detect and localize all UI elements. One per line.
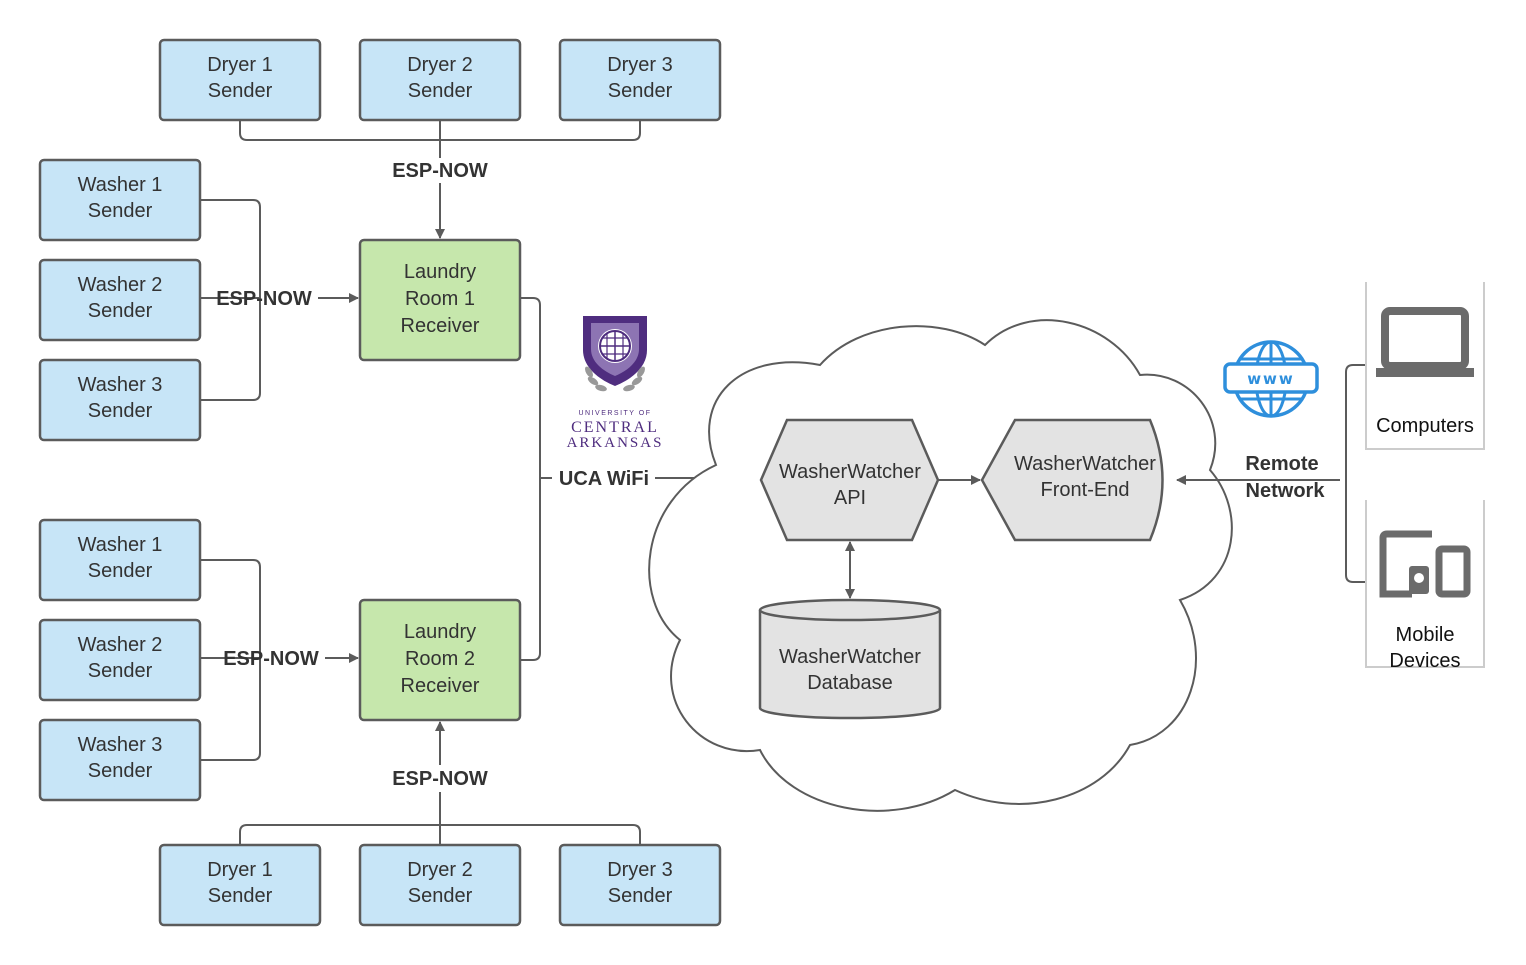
room2-washer-2-line2: Sender — [88, 660, 153, 682]
mobile-devices-line2: Devices — [1389, 650, 1460, 672]
www-globe-icon: www — [1223, 340, 1319, 418]
room1-dryer-link-label: ESP-NOW — [392, 160, 488, 182]
room2-dryer-1-line1: Dryer 1 — [207, 859, 273, 881]
room1-receiver-line3: Receiver — [401, 315, 480, 337]
frontend-node: WasherWatcher Front-End — [980, 418, 1164, 542]
room2-washer-3-line1: Washer 3 — [78, 734, 163, 756]
room1-washer-2-line1: Washer 2 — [78, 274, 163, 296]
room2-connectors — [200, 559, 641, 845]
room1-washer-2-line2: Sender — [88, 300, 153, 322]
room1-washer-link-label: ESP-NOW — [216, 288, 312, 310]
room1-receiver-line1: Laundry — [404, 261, 476, 283]
room1-washer-1: Washer 1 Sender — [38, 158, 202, 242]
room1-washer-3-line2: Sender — [88, 400, 153, 422]
room1-washer-3-line1: Washer 3 — [78, 374, 163, 396]
room2-washer-1: Washer 1 Sender — [38, 518, 202, 602]
frontend-node-line2: Front-End — [1041, 479, 1130, 501]
uca-logo-line1: UNIVERSITY OF — [578, 410, 651, 417]
room2-dryer-2-line2: Sender — [408, 885, 473, 907]
room1-dryer-2: Dryer 2 Sender — [358, 38, 522, 122]
room2-washer-1-line1: Washer 1 — [78, 534, 163, 556]
uca-shield-icon — [583, 316, 647, 386]
room2-dryer-link-label: ESP-NOW — [392, 768, 488, 790]
mobile-devices-card: Mobile Devices — [1365, 500, 1485, 672]
room2-washer-2: Washer 2 Sender — [38, 618, 202, 702]
room2-dryer-2-line1: Dryer 2 — [407, 859, 473, 881]
computers-label: Computers — [1376, 415, 1474, 437]
room1-dryer-1-line2: Sender — [208, 80, 273, 102]
room2-washer-3-line2: Sender — [88, 760, 153, 782]
uca-logo-line2: CENTRAL — [571, 419, 659, 436]
room2-dryer-2: Dryer 2 Sender — [358, 843, 522, 927]
laptop-icon — [1376, 307, 1474, 377]
remote-network-line2: Network — [1246, 480, 1326, 502]
api-node-line1: WasherWatcher — [779, 461, 921, 483]
room2-dryer-3-line1: Dryer 3 — [607, 859, 673, 881]
room1-washer-1-line2: Sender — [88, 200, 153, 222]
room1-dryer-2-line1: Dryer 2 — [407, 54, 473, 76]
room2-dryer-3-line2: Sender — [608, 885, 673, 907]
room1-dryer-3-line1: Dryer 3 — [607, 54, 673, 76]
database-node: WasherWatcher Database — [758, 598, 942, 720]
room1-receiver-line2: Room 1 — [405, 288, 475, 310]
room2-dryer-3: Dryer 3 Sender — [558, 843, 722, 927]
database-node-line2: Database — [807, 672, 893, 694]
room2-dryer-1: Dryer 1 Sender — [158, 843, 322, 927]
room1-washer-3: Washer 3 Sender — [38, 358, 202, 442]
room1-washer-2: Washer 2 Sender — [38, 258, 202, 342]
database-node-line1: WasherWatcher — [779, 646, 921, 668]
cloud-connectors — [845, 364, 1365, 599]
room2-washer-1-line2: Sender — [88, 560, 153, 582]
computers-card: Computers — [1365, 282, 1485, 450]
room1-receiver: Laundry Room 1 Receiver — [358, 238, 522, 362]
mobile-devices-line1: Mobile — [1396, 624, 1455, 646]
room2-receiver: Laundry Room 2 Receiver — [358, 598, 522, 722]
api-node-line2: API — [834, 487, 866, 509]
uca-logo-line3: ARKANSAS — [567, 435, 664, 451]
room2-washer-3: Washer 3 Sender — [38, 718, 202, 802]
room1-dryer-1: Dryer 1 Sender — [158, 38, 322, 122]
room1-connectors — [200, 120, 641, 401]
svg-text:www: www — [1247, 370, 1295, 388]
room1-dryer-2-line2: Sender — [408, 80, 473, 102]
room1-washer-1-line1: Washer 1 — [78, 174, 163, 196]
room2-washer-link-label: ESP-NOW — [223, 648, 319, 670]
room2-dryer-1-line2: Sender — [208, 885, 273, 907]
uca-logo: UNIVERSITY OF CENTRAL ARKANSAS — [567, 316, 664, 451]
room1-dryer-1-line1: Dryer 1 — [207, 54, 273, 76]
room1-dryer-3: Dryer 3 Sender — [558, 38, 722, 122]
uca-laurel-icon — [585, 366, 645, 392]
wifi-link-label: UCA WiFi — [559, 468, 649, 490]
frontend-node-line1: WasherWatcher — [1014, 453, 1156, 475]
cloud-shape — [648, 319, 1233, 812]
room1-dryer-3-line2: Sender — [608, 80, 673, 102]
remote-network-line1: Remote — [1245, 453, 1318, 475]
api-node: WasherWatcher API — [759, 418, 940, 542]
room2-receiver-line3: Receiver — [401, 675, 480, 697]
room2-receiver-line2: Room 2 — [405, 648, 475, 670]
room2-receiver-line1: Laundry — [404, 621, 476, 643]
room2-washer-2-line1: Washer 2 — [78, 634, 163, 656]
mobile-devices-icon — [1379, 530, 1471, 598]
